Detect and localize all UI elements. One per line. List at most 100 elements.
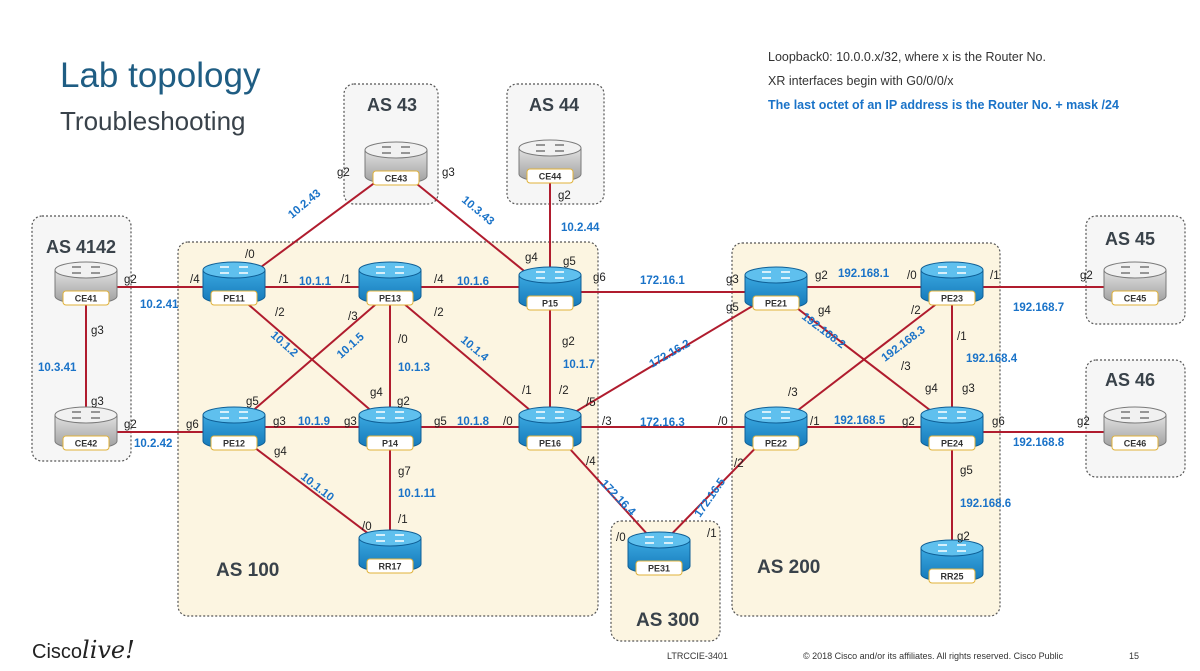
router-arrows-icon [72,266,100,274]
if-label: g2 [558,190,571,202]
router-label-box [366,558,414,574]
router-ce41: CE41 [54,261,118,306]
net-label: 10.3.41 [38,362,77,374]
if-label: g3 [726,274,739,286]
if-label: /0 [503,416,513,428]
if-label: g3 [91,325,104,337]
footer-code: LTRCCIE-3401 [667,651,728,661]
net-label: 172.16.2 [648,338,693,371]
if-label: g4 [925,383,938,395]
router-label: PE12 [223,439,245,449]
router-arrows-icon [376,411,404,419]
router-ce46: CE46 [1103,406,1167,451]
if-label: /1 [398,514,408,526]
router-label: PE31 [648,564,670,574]
if-label: /4 [434,274,444,286]
router-arrows-icon [1121,411,1149,419]
if-label: /1 [957,331,967,343]
link-pe16-pe21 [549,291,777,428]
if-label: g2 [124,274,137,286]
router-top [364,141,428,159]
if-label: g2 [902,416,915,428]
if-label: /1 [990,270,1000,282]
router-label-box [928,435,976,451]
router-top [1103,406,1167,424]
router-pe22: PE22 [744,406,808,451]
net-label: 192.168.7 [1013,302,1064,314]
router-top [518,266,582,284]
if-label: /3 [348,311,358,323]
net-label: 10.2.41 [140,299,179,311]
as100-label: AS 100 [216,560,279,581]
if-label: /1 [341,274,351,286]
net-label: 192.168.4 [966,353,1018,365]
net-label: 192.168.8 [1013,437,1065,449]
router-pe13: PE13 [358,261,422,306]
link-pe13-pe16 [389,291,551,428]
if-label: g3 [344,416,357,428]
logo-live: live! [82,636,135,664]
if-label: /2 [434,307,444,319]
router-rr17: RR17 [358,529,422,574]
router-ce44: CE44 [518,139,582,184]
router-label-box [366,435,414,451]
net-label: 10.1.7 [563,359,595,371]
router-label: PE22 [765,439,787,449]
if-label: /0 [398,334,408,346]
router-label: CE46 [1124,439,1147,449]
if-label: g3 [273,416,286,428]
router-top [744,266,808,284]
router-label-box [1111,435,1159,451]
router-top [202,406,266,424]
router-label-box [1111,290,1159,306]
if-label: g5 [726,302,739,314]
if-label: /1 [522,385,532,397]
net-label: 10.2.42 [134,438,172,450]
as-labels: AS 4142 AS 43 AS 44 AS 45 AS 46 AS 100 A… [46,95,1155,631]
router-label: PE16 [539,439,561,449]
net-label: 10.2.44 [561,222,600,234]
if-label: /2 [911,305,921,317]
router-label: RR25 [940,572,963,582]
router-label-box [635,560,683,576]
router-label: PE11 [223,294,245,304]
router-top [744,406,808,424]
router-arrows-icon [376,266,404,274]
if-label: g2 [815,270,828,282]
if-label: g5 [246,396,259,408]
if-label: g7 [398,466,411,478]
router-label: PE21 [765,299,787,309]
router-label-box [526,435,574,451]
if-label: /4 [586,456,596,468]
router-label-box [366,290,414,306]
if-label: /0 [245,249,255,261]
router-arrows-icon [536,144,564,152]
router-label-box [752,435,800,451]
if-label: /1 [810,416,820,428]
router-top [358,529,422,547]
as43-label: AS 43 [367,95,417,115]
slide-title: Lab topology [60,56,261,95]
link-pe12-rr17 [233,431,391,551]
if-label: g6 [593,272,606,284]
router-label: CE45 [1124,294,1147,304]
if-label: g2 [397,396,410,408]
router-top [920,539,984,557]
if-label: g6 [186,419,199,431]
if-label: g3 [442,167,455,179]
router-p15: P15 [518,266,582,311]
if-label: g5 [960,465,973,477]
router-arrows-icon [72,411,100,419]
note-xr-interfaces: XR interfaces begin with G0/0/0/x [768,74,954,88]
router-label: CE42 [75,439,98,449]
router-top [920,261,984,279]
footer-page: 15 [1129,651,1140,661]
net-label: 10.1.9 [298,416,330,428]
if-label: g4 [818,305,831,317]
router-pe24: PE24 [920,406,984,451]
router-arrows-icon [645,536,673,544]
router-arrows-icon [938,266,966,274]
router-arrows-icon [762,411,790,419]
router-pe12: PE12 [202,406,266,451]
